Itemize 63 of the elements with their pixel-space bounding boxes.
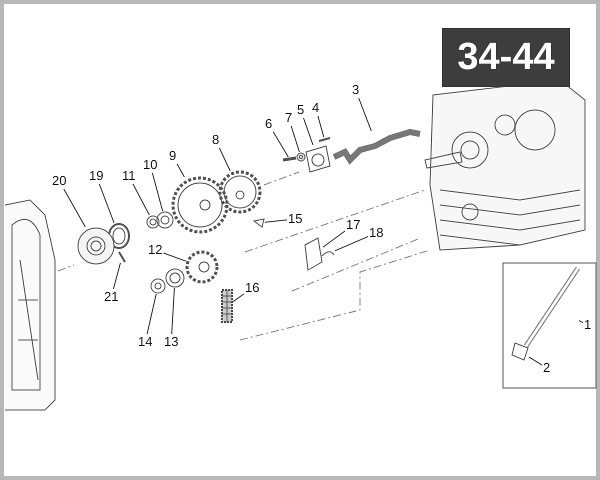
camshaft-drawing — [332, 128, 421, 165]
leader-line — [272, 131, 289, 158]
callout-number: 12 — [148, 243, 162, 257]
leader-line — [232, 293, 244, 302]
leader-line — [264, 219, 288, 223]
leader-line — [152, 172, 164, 212]
callout-number: 19 — [89, 169, 104, 183]
callout-number: 21 — [104, 290, 118, 304]
callout-number: 18 — [369, 226, 384, 240]
leader-line — [163, 252, 186, 262]
chain-drawing — [221, 289, 233, 323]
bolt-drawing — [282, 156, 296, 162]
flange-drawing — [305, 145, 331, 173]
callout-number: 14 — [138, 335, 152, 349]
figure-number-badge: 34-44 — [442, 28, 570, 87]
leader-line — [290, 126, 300, 152]
nut-drawing — [150, 278, 166, 294]
leader-line — [146, 294, 157, 334]
callout-number: 9 — [169, 149, 176, 163]
washer-drawing — [166, 268, 184, 288]
callout-number: 17 — [346, 218, 360, 232]
washer-drawing — [296, 152, 306, 162]
callout-number: 15 — [288, 212, 302, 226]
callout-number: 4 — [312, 101, 320, 115]
key-drawing — [252, 218, 265, 228]
leader-line — [358, 98, 372, 132]
pin-drawing — [318, 137, 330, 142]
leader-line — [322, 230, 346, 248]
callout-number: 5 — [297, 103, 304, 117]
gear-drawing — [172, 176, 228, 234]
leader-line — [218, 148, 231, 172]
callout-number: 11 — [122, 169, 136, 183]
callout-number: 3 — [352, 83, 360, 97]
leader-line — [63, 188, 86, 228]
gear-drawing — [218, 170, 262, 214]
leader-line — [578, 320, 584, 324]
nut-drawing — [146, 216, 160, 228]
callout-number: 2 — [543, 361, 550, 375]
callout-number: 16 — [245, 281, 260, 295]
dowel-pin-drawing — [118, 251, 126, 263]
clevis-drawing — [511, 342, 529, 361]
leader-line — [171, 288, 175, 334]
seal-flange-drawing — [78, 228, 114, 264]
bracket-plate-drawing — [304, 237, 323, 271]
callout-number: 20 — [52, 174, 66, 188]
leader-line — [303, 118, 314, 146]
callout-number: 1 — [584, 318, 592, 332]
leader-line — [334, 236, 368, 252]
leader-line — [98, 184, 115, 224]
callout-number: 10 — [143, 158, 158, 172]
callout-number: 13 — [164, 335, 178, 349]
leader-line — [528, 356, 542, 366]
washer-drawing — [156, 212, 174, 228]
gear-drawing — [186, 250, 218, 284]
rod-drawing — [524, 266, 580, 348]
callout-number: 8 — [212, 133, 220, 147]
leader-line — [317, 116, 324, 138]
leader-line — [132, 184, 150, 216]
leader-line — [176, 164, 185, 178]
callout-number: 6 — [265, 117, 272, 131]
leader-line — [112, 262, 121, 290]
callout-number: 7 — [285, 111, 292, 125]
spring-drawing — [322, 251, 334, 256]
